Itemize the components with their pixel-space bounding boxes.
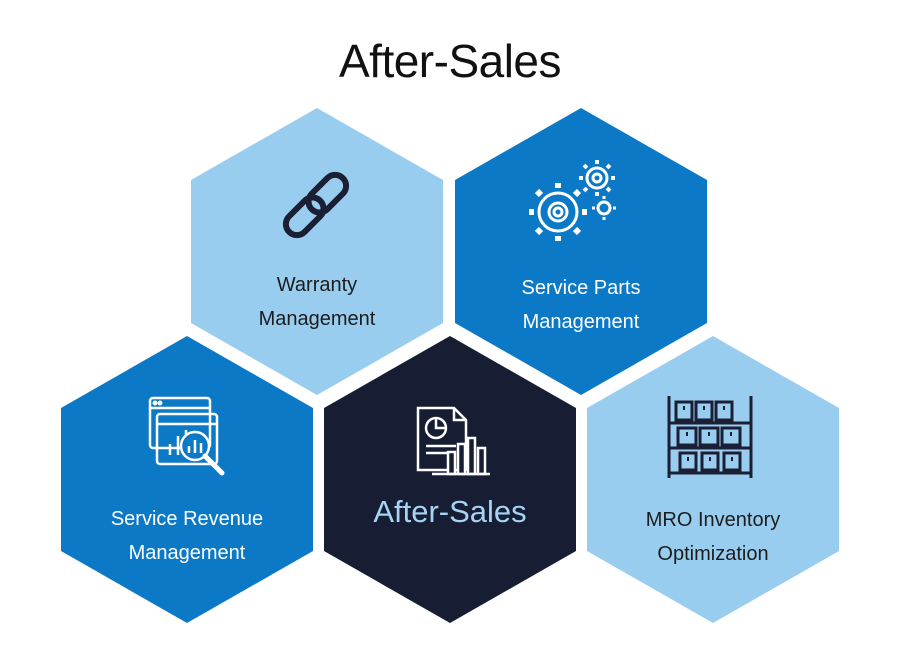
chain-link-icon: [282, 171, 350, 239]
page-title: After-Sales: [338, 35, 562, 87]
analytics-search-icon: [148, 396, 225, 476]
warehouse-shelves-icon: [667, 396, 753, 478]
label-line: Service Revenue: [110, 508, 264, 530]
label-line: Management: [522, 311, 640, 333]
report-chart-icon: [416, 406, 490, 476]
hexagon-after-sales: [324, 336, 576, 623]
hexagon-label-warranty: Warranty Management: [217, 268, 417, 336]
hexagon-label-service-parts: Service Parts Management: [481, 271, 681, 339]
hexagon-label-service-revenue: Service Revenue Management: [77, 502, 297, 570]
hexagon-mro-inventory: [587, 336, 839, 623]
label-line: Management: [258, 308, 376, 330]
label-line: Optimization: [657, 543, 769, 565]
hexagon-label-mro-inventory: MRO Inventory Optimization: [603, 503, 823, 571]
hexagon-warranty: [191, 108, 443, 395]
hexagon-label-after-sales: After-Sales: [373, 494, 527, 529]
label-line: Service Parts: [521, 277, 641, 299]
hexagon-service-parts: [455, 108, 707, 395]
label-line: Warranty: [276, 274, 358, 296]
hexagon-service-revenue: [61, 336, 313, 623]
gears-icon: [529, 160, 616, 241]
label-line: MRO Inventory: [645, 509, 781, 531]
label-line: Management: [128, 542, 246, 564]
